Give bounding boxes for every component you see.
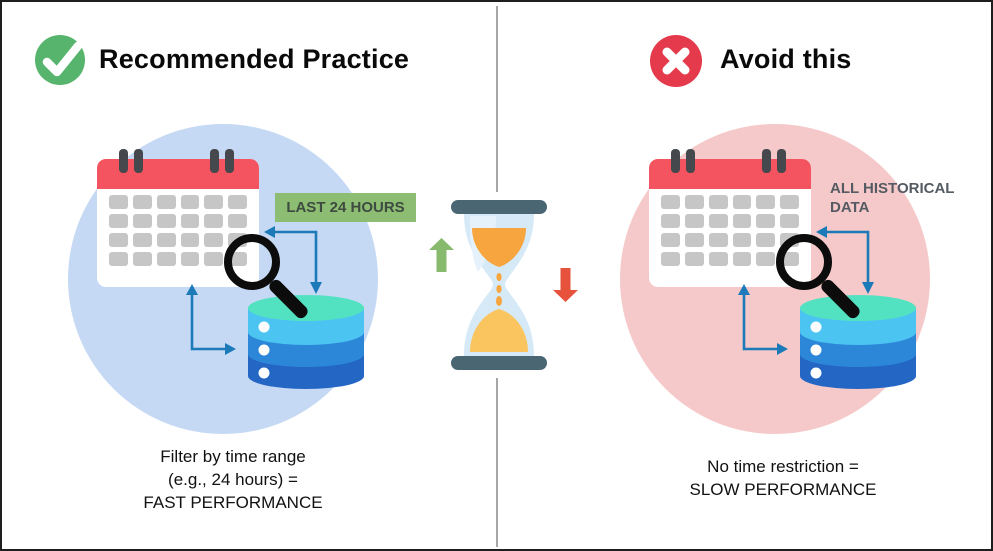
calendar-cell [204, 195, 224, 209]
database-icon [800, 295, 916, 389]
calendar-cell [732, 195, 752, 209]
calendar-to-database-arrow [738, 284, 788, 355]
calendar-cell [661, 233, 680, 247]
calendar-to-database-arrow [186, 284, 236, 355]
cross-icon [650, 35, 702, 87]
all-data-label: ALL HISTORICAL DATA [830, 180, 955, 216]
down-arrow-icon [553, 268, 578, 302]
tag-to-database-arrow [264, 226, 322, 294]
calendar-cell [708, 195, 728, 209]
caption-line: Filter by time range [160, 447, 306, 466]
calendar-cell [156, 233, 176, 247]
caption-line: (e.g., 24 hours) = [168, 470, 298, 489]
hourglass-icon [438, 192, 560, 378]
calendar-ring [225, 149, 234, 173]
calendar-cell [756, 252, 776, 266]
calendar-cell [684, 214, 704, 228]
check-icon [35, 35, 85, 85]
calendar-cell [180, 252, 200, 266]
right-caption: No time restriction = SLOW PERFORMANCE [633, 455, 933, 501]
right-title: Avoid this [720, 44, 852, 74]
calendar-cell [684, 233, 704, 247]
calendar-cell [132, 214, 152, 228]
calendar-grid [661, 195, 799, 266]
calendar-cell [204, 214, 224, 228]
calendar-cell [156, 252, 176, 266]
calendar-cell [732, 214, 752, 228]
calendar-cell [732, 233, 752, 247]
calendar-cell [109, 214, 128, 228]
calendar-ring [119, 149, 128, 173]
calendar-cell [756, 214, 776, 228]
calendar-cell [228, 195, 247, 209]
calendar-cell [708, 252, 728, 266]
caption-line: No time restriction = [707, 457, 859, 476]
calendar-cell [756, 195, 776, 209]
label-to-database-arrow [816, 226, 874, 294]
calendar-cell [132, 195, 152, 209]
database-icon [248, 295, 364, 389]
calendar-ring [777, 149, 786, 173]
left-title: Recommended Practice [99, 44, 410, 74]
magnifier-lens [776, 234, 832, 290]
calendar-cell [708, 233, 728, 247]
calendar-cell [661, 214, 680, 228]
calendar-cell [156, 214, 176, 228]
calendar-cell [684, 195, 704, 209]
calendar-cell [756, 233, 776, 247]
magnifier-lens [224, 234, 280, 290]
calendar-cell [780, 214, 799, 228]
caption-line: SLOW PERFORMANCE [689, 480, 877, 499]
calendar-ring [686, 149, 695, 173]
calendar-cell [109, 252, 128, 266]
calendar-cell [780, 195, 799, 209]
calendar-cell [132, 233, 152, 247]
calendar-cell [204, 252, 224, 266]
up-arrow-icon [429, 238, 454, 272]
calendar-cell [732, 252, 752, 266]
caption-line: FAST PERFORMANCE [143, 493, 323, 512]
calendar-cell [661, 252, 680, 266]
calendar-cell [228, 214, 247, 228]
calendar-ring [671, 149, 680, 173]
calendar-cell [180, 214, 200, 228]
calendar-ring [134, 149, 143, 173]
left-scene: LAST 24 HOURS [62, 112, 442, 452]
calendar-cell [204, 233, 224, 247]
calendar-cell [661, 195, 680, 209]
calendar-grid [109, 195, 247, 266]
calendar-cell [180, 195, 200, 209]
calendar-icon [97, 149, 259, 287]
calendar-cell [684, 252, 704, 266]
calendar-cell [109, 233, 128, 247]
time-range-tag: LAST 24 HOURS [275, 193, 416, 222]
calendar-cell [708, 214, 728, 228]
right-scene: ALL HISTORICAL DATA [614, 112, 991, 452]
calendar-cell [109, 195, 128, 209]
left-caption: Filter by time range (e.g., 24 hours) = … [83, 445, 383, 514]
calendar-cell [180, 233, 200, 247]
calendar-cell [156, 195, 176, 209]
calendar-cell [132, 252, 152, 266]
calendar-ring [762, 149, 771, 173]
calendar-ring [210, 149, 219, 173]
